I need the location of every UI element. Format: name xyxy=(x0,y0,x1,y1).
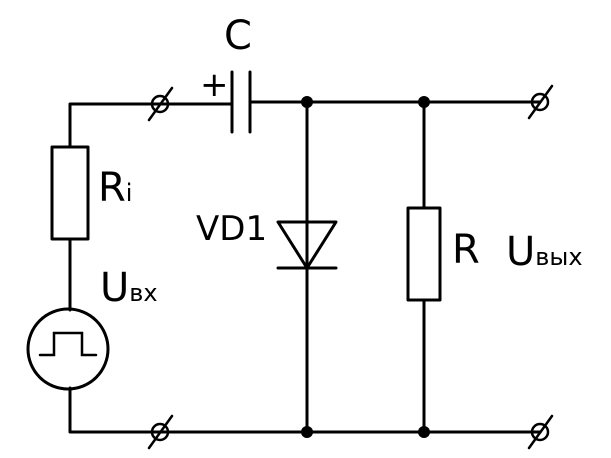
wire-bottom xyxy=(68,386,542,434)
output-voltage-label-main: U xyxy=(506,229,536,275)
source-resistor-label: Ri xyxy=(98,168,132,208)
input-voltage-label: Uвх xyxy=(100,268,158,308)
load-resistor-label: R xyxy=(452,227,480,273)
terminal-output-bottom xyxy=(527,414,554,450)
diode-label: VD1 xyxy=(196,209,268,249)
terminal-input-bottom xyxy=(147,414,174,450)
capacitor-label: C xyxy=(224,13,252,59)
terminal-output-top xyxy=(527,84,554,120)
wire-top-left xyxy=(68,102,162,149)
source-resistor-label-main: R xyxy=(98,165,126,211)
junction-dot xyxy=(301,96,313,108)
output-voltage-label: Uвых xyxy=(506,232,583,272)
capacitor-polarity-label: + xyxy=(200,65,229,105)
terminal-input-top xyxy=(147,86,174,122)
input-voltage-label-sub: вх xyxy=(129,279,158,307)
square-pulse-icon xyxy=(38,331,98,357)
source-resistor-label-sub: i xyxy=(125,179,133,207)
source-resistor-body xyxy=(50,145,90,241)
output-voltage-label-sub: вых xyxy=(535,243,583,271)
input-voltage-label-main: U xyxy=(100,265,130,311)
load-resistor-body xyxy=(406,206,442,302)
junction-dot xyxy=(301,426,313,438)
pulse-generator-circle xyxy=(26,307,110,391)
junction-dot xyxy=(418,426,430,438)
junction-dot xyxy=(418,96,430,108)
